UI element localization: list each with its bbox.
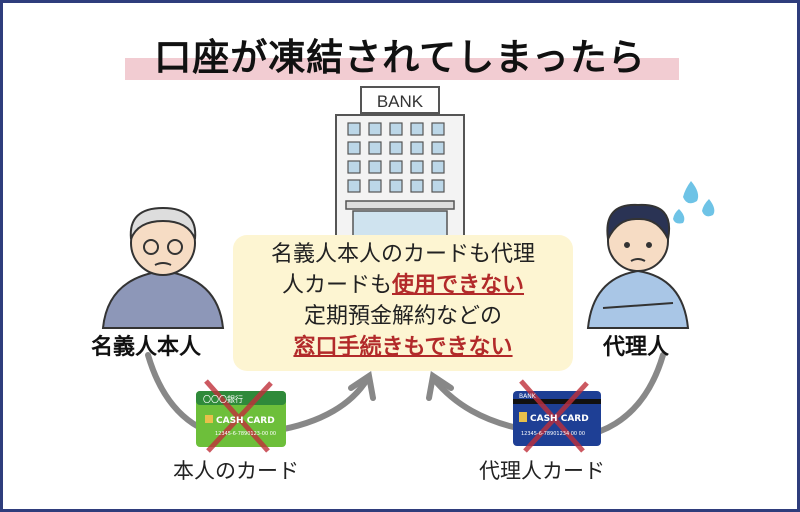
arrow-to-box-left <box>270 375 371 434</box>
holder-card-label: 本人のカード <box>173 459 299 483</box>
sweat-drops-icon <box>673 181 715 224</box>
worried-person-icon <box>586 203 690 329</box>
window <box>368 160 382 174</box>
bank-sign: BANK <box>377 92 424 111</box>
cross-icon <box>204 379 273 453</box>
window <box>389 141 403 155</box>
window <box>431 141 445 155</box>
title-highlight <box>125 58 679 80</box>
window <box>431 160 445 174</box>
window <box>347 179 361 193</box>
holder-cash-card: 〇〇〇銀行 CASH CARD 12345-6-7890123-00 00 <box>196 379 286 453</box>
arrow-head-right <box>426 370 454 401</box>
window <box>368 122 382 136</box>
holder-card-bank: 〇〇〇銀行 <box>203 394 243 404</box>
holder-label: 名義人本人 <box>91 335 202 360</box>
window <box>347 141 361 155</box>
window <box>431 122 445 136</box>
arrow-head-left <box>348 370 376 401</box>
emphasis-unusable: 使用できない <box>392 273 525 298</box>
agent-card-text: CASH CARD <box>530 414 589 424</box>
window <box>431 179 445 193</box>
message-line-1: 名義人本人のカードも代理 <box>270 242 535 267</box>
window <box>410 179 424 193</box>
window <box>389 160 403 174</box>
agent-label: 代理人 <box>603 335 670 360</box>
holder-card-text: CASH CARD <box>216 416 275 426</box>
message-line-4: 窓口手続きもできない <box>293 335 513 360</box>
elderly-person-icon <box>101 206 225 329</box>
message-line-3: 定期預金解約などの <box>303 304 502 329</box>
window <box>368 141 382 155</box>
agent-card-number: 12345-6-78901234 00 00 <box>521 431 585 437</box>
window <box>410 141 424 155</box>
window <box>347 122 361 136</box>
agent-card-label: 代理人カード <box>479 459 605 483</box>
window <box>368 179 382 193</box>
message-box: 名義人本人のカードも代理 人カードも使用できない 定期預金解約などの 窓口手続き… <box>233 235 573 371</box>
message-line-2: 人カードも使用できない <box>281 273 525 298</box>
agent-card-bank: BANK <box>519 393 537 400</box>
window <box>389 122 403 136</box>
holder-card-number: 12345-6-7890123-00 00 <box>215 431 276 437</box>
cross-icon <box>519 379 589 453</box>
window <box>347 160 361 174</box>
window <box>410 122 424 136</box>
page-title: 口座が凍結されてしまったら <box>154 36 646 79</box>
window <box>389 179 403 193</box>
agent-cash-card: BANK CASH CARD 12345-6-78901234 00 00 <box>513 379 601 453</box>
illustration: BANK <box>101 86 715 453</box>
window <box>410 160 424 174</box>
